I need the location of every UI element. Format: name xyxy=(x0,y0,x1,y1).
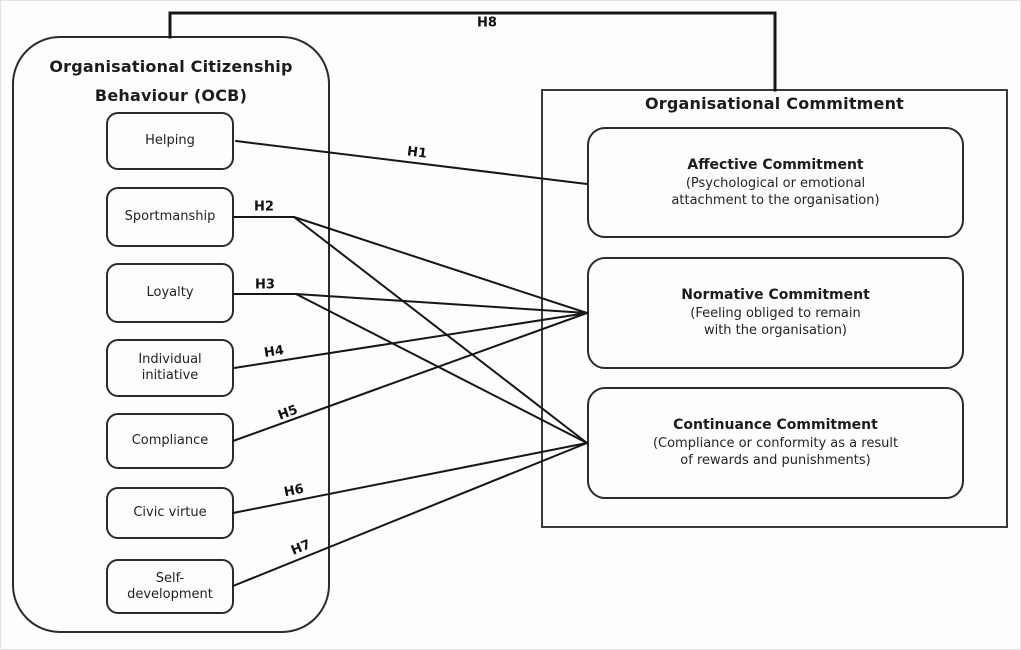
ocb-item-label: Helping xyxy=(145,133,195,148)
h8-label: H8 xyxy=(477,15,497,31)
h4-label: H4 xyxy=(262,343,286,361)
ocb-item-label: Individual xyxy=(138,352,202,367)
ocb-item-label: Self- xyxy=(155,570,185,586)
commitment-box-subtitle-line1: (Psychological or emotional xyxy=(685,175,866,191)
ocb-item-label: Sportmanship xyxy=(124,209,216,224)
ocb-title-line2: Behaviour (OCB) xyxy=(94,86,248,105)
ocb-item-individual-initiative: Individual initiative xyxy=(106,339,234,397)
commitment-box-subtitle-line2: of rewards and punishments) xyxy=(680,453,871,468)
ocb-container-title: Organisational Citizenship Behaviour (OC… xyxy=(12,52,330,110)
ocb-item-label: Loyalty xyxy=(146,285,194,300)
ocb-item-helping: Helping xyxy=(106,112,234,170)
commitment-box-affective: Affective Commitment (Psychological or e… xyxy=(587,127,964,238)
ocb-title-line1: Organisational Citizenship xyxy=(49,57,293,76)
ocb-item-sportmanship: Sportmanship xyxy=(106,187,234,247)
commitment-box-title: Continuance Commitment xyxy=(673,417,878,433)
commitment-box-subtitle-line2: with the organisation) xyxy=(703,323,848,338)
commitment-box-title: Normative Commitment xyxy=(681,287,870,303)
ocb-item-label-line2: development xyxy=(127,586,213,602)
commitment-box-subtitle-line2: attachment to the organisation) xyxy=(671,192,880,208)
commitment-box-subtitle-line1: (Compliance or conformity as a result xyxy=(652,436,899,451)
ocb-item-loyalty: Loyalty xyxy=(106,263,234,323)
commitment-box-normative: Normative Commitment (Feeling obliged to… xyxy=(587,257,964,369)
commitment-box-title: Affective Commitment xyxy=(687,156,864,173)
ocb-item-civic-virtue: Civic virtue xyxy=(106,487,234,539)
commitment-box-continuance: Continuance Commitment (Compliance or co… xyxy=(587,387,964,499)
ocb-item-label: Civic virtue xyxy=(133,505,207,520)
h3-label: H3 xyxy=(255,277,275,293)
commitment-container-title: Organisational Commitment xyxy=(644,94,905,113)
ocb-item-self-development: Self- development xyxy=(106,559,234,614)
h2-label: H2 xyxy=(254,199,274,215)
ocb-item-label-line2: initiative xyxy=(141,368,199,383)
commitment-box-subtitle-line1: (Feeling obliged to remain xyxy=(690,306,861,321)
h1-label: H1 xyxy=(406,144,428,162)
ocb-item-label: Compliance xyxy=(131,433,209,448)
ocb-item-compliance: Compliance xyxy=(106,413,234,469)
